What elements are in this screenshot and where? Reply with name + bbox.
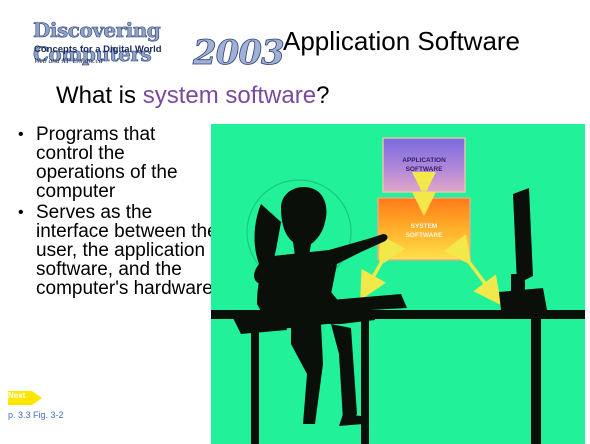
desk-surface	[211, 310, 585, 319]
subtitle-prefix: What is	[56, 82, 143, 109]
monitor	[513, 188, 533, 284]
hardware-arrow	[443, 234, 502, 306]
slide-subtitle: What is system software?	[56, 82, 329, 110]
discovering-computers-logo: Discovering Computers Concepts for a Dig…	[33, 18, 285, 71]
desk-leg-right	[531, 319, 541, 444]
system-label-2: SOFTWARE	[406, 232, 443, 239]
bullet-item: Programs that control the operations of …	[16, 125, 206, 201]
application-label-1: APPLICATION	[402, 157, 446, 164]
bullet-list: Programs that control the operations of …	[16, 125, 218, 300]
next-arrow-icon[interactable]	[8, 390, 44, 406]
monitor-base	[499, 288, 547, 310]
logo-main-text: Discovering Computers	[33, 18, 161, 67]
bullet-item: Serves as the interface between the user…	[16, 203, 221, 298]
system-label-1: SYSTEM	[411, 223, 438, 230]
subtitle-suffix: ?	[316, 82, 330, 109]
slide-title: Application Software	[283, 26, 521, 56]
logo-year: 2003	[193, 33, 285, 73]
bullet-text: Serves as the interface between the user…	[36, 202, 218, 299]
application-label-2: SOFTWARE	[406, 166, 443, 173]
keyboard	[331, 294, 407, 312]
woman-silhouette	[231, 186, 388, 444]
system-software-illustration: APPLICATION SOFTWARE SYSTEM SOFTWARE	[211, 124, 585, 444]
subtitle-highlight-link[interactable]: system software	[142, 82, 317, 109]
bullet-text: Programs that control the operations of …	[36, 124, 178, 202]
figure-reference-link[interactable]: p. 3.3 Fig. 3-2	[8, 410, 64, 420]
desk-leg-left	[361, 319, 369, 444]
logo-tagline: Concepts for a Digital World	[34, 44, 162, 55]
logo-edition: Web and XP Enhanced	[34, 56, 103, 65]
user-arrow	[360, 234, 406, 301]
application-software-block	[382, 137, 466, 193]
next-button-label[interactable]: Next	[8, 391, 26, 400]
